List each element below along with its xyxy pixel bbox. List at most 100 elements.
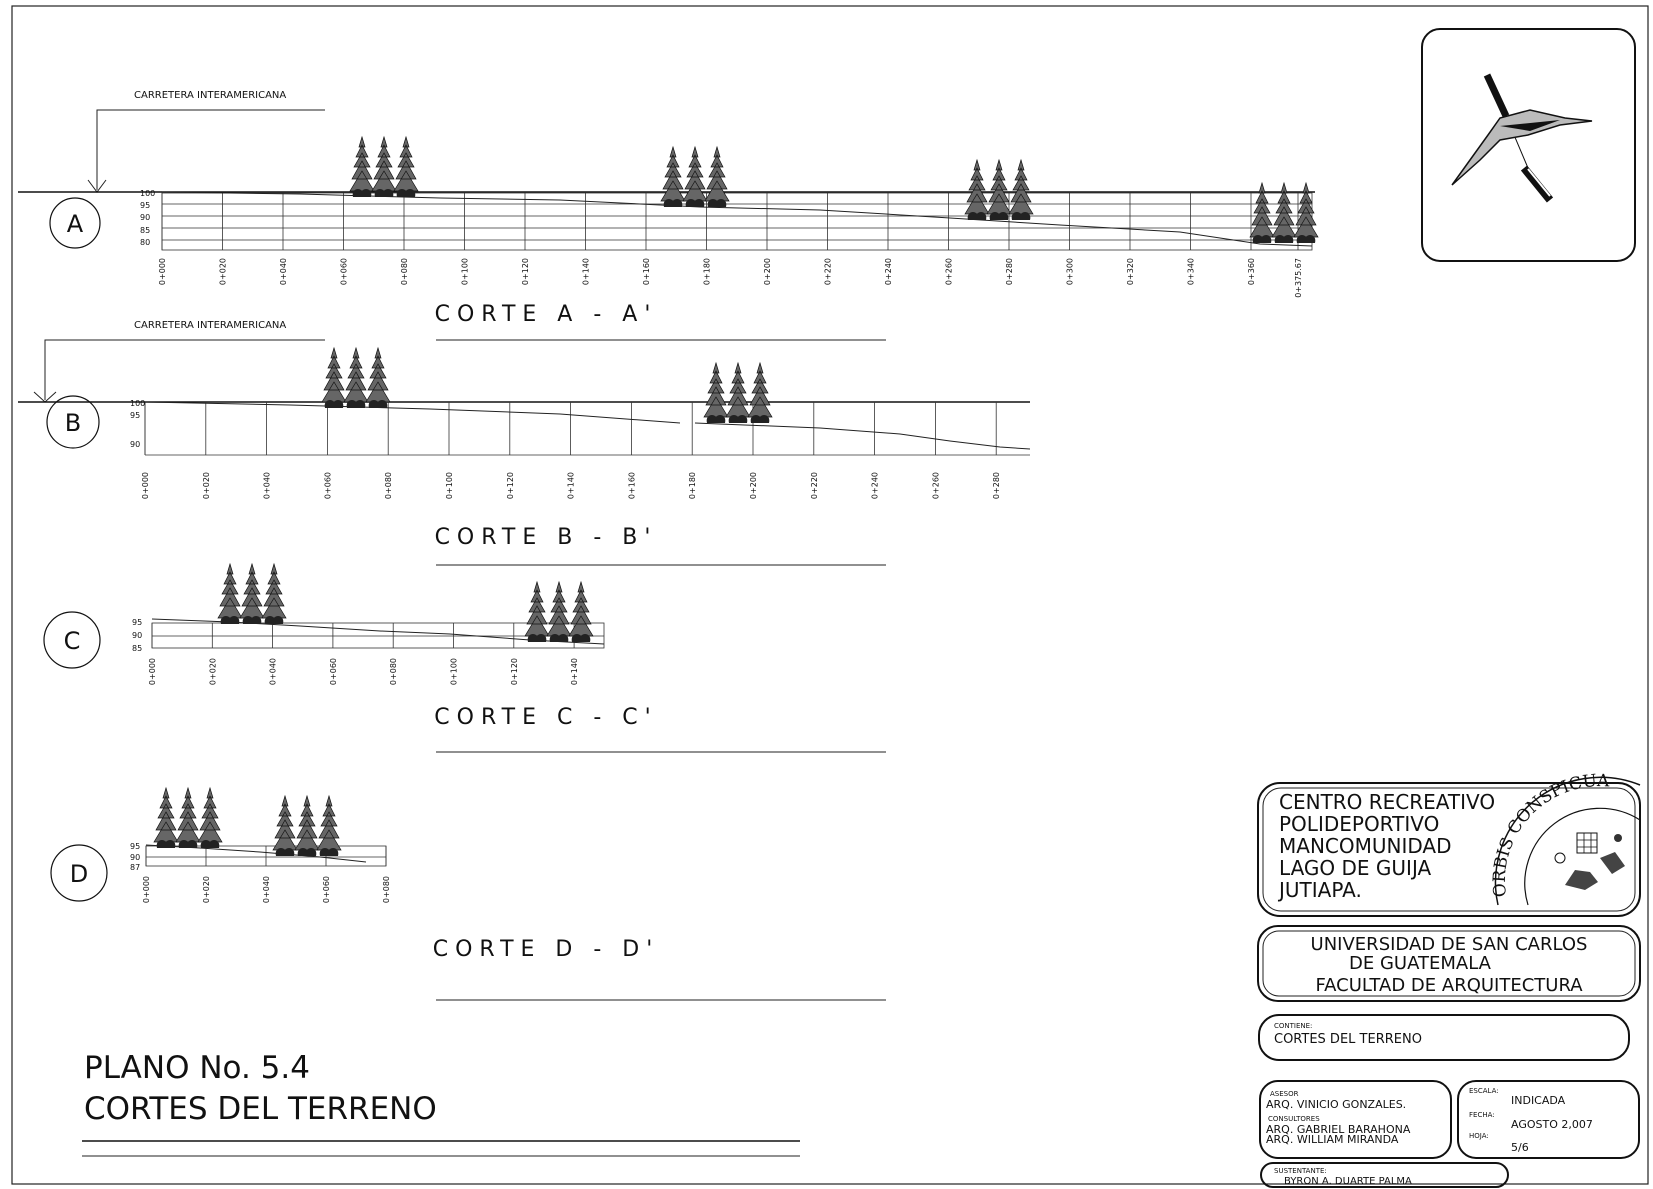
- station-label: 0+200: [763, 258, 772, 285]
- station-label: 0+060: [322, 876, 331, 903]
- section-marker-a: [49, 197, 101, 249]
- level-a-0: 100: [140, 189, 155, 198]
- trees-icon: [273, 796, 341, 856]
- station-label: 0+140: [567, 472, 576, 499]
- title-block: CENTRO RECREATIVO POLIDEPORTIVO MANCOMUN…: [1257, 771, 1641, 1188]
- plano-name: CORTES DEL TERRENO: [84, 1091, 437, 1127]
- station-label: 0+240: [871, 472, 880, 499]
- level-c-2: 85: [132, 644, 142, 653]
- section-a: CARRETERA INTERAMERICANA A 100 95 90 85 …: [18, 90, 1318, 341]
- level-c-1: 90: [132, 631, 142, 640]
- station-label: 0+020: [208, 658, 217, 685]
- section-title-b: CORTE B - B': [435, 525, 658, 550]
- section-marker-c: [43, 611, 101, 669]
- trees-icon: [322, 348, 390, 408]
- station-label: 0+000: [148, 658, 157, 685]
- trees-icon: [704, 363, 772, 423]
- trees-icon: [218, 564, 286, 624]
- level-d-1: 90: [130, 853, 140, 862]
- trees-icon: [661, 147, 729, 207]
- trees-icon: [1250, 183, 1318, 243]
- station-label: 0+100: [450, 658, 459, 685]
- level-d-0: 95: [130, 842, 140, 851]
- consultores-label: CONSULTORES: [1268, 1115, 1320, 1123]
- escala-value: INDICADA: [1511, 1094, 1566, 1107]
- station-label: 0+180: [703, 258, 712, 285]
- station-label: 0+340: [1187, 258, 1196, 285]
- university-line-1: UNIVERSIDAD DE SAN CARLOS: [1311, 934, 1588, 955]
- station-label: 0+140: [582, 258, 591, 285]
- station-label: 0+160: [642, 258, 651, 285]
- sustentante-label: SUSTENTANTE:: [1274, 1167, 1327, 1175]
- station-label: 0+260: [931, 472, 940, 499]
- trees-icon: [350, 137, 418, 197]
- station-label: 0+360: [1247, 258, 1256, 285]
- trees-icon: [965, 160, 1033, 220]
- station-label: 0+160: [627, 472, 636, 499]
- station-label: 0+060: [323, 472, 332, 499]
- station-label: 0+040: [269, 658, 278, 685]
- contiene-label: CONTIENE:: [1274, 1022, 1312, 1030]
- section-title-d: CORTE D - D': [433, 937, 660, 962]
- station-label: 0+080: [389, 658, 398, 685]
- station-label: 0+020: [202, 472, 211, 499]
- section-marker-d: [50, 844, 108, 902]
- trees-icon: [525, 582, 593, 642]
- station-label: 0+120: [510, 658, 519, 685]
- site-outline-icon: [1451, 109, 1593, 186]
- station-label: 0+000: [158, 258, 167, 285]
- sheet-border: [11, 5, 1649, 1185]
- station-label: 0+040: [263, 472, 272, 499]
- asesor-value: ARQ. VINICIO GONZALES.: [1266, 1098, 1406, 1111]
- station-label: 0+080: [382, 876, 391, 903]
- university-line-3: FACULTAD DE ARQUITECTURA: [1315, 975, 1583, 996]
- station-label: 0+300: [1066, 258, 1075, 285]
- station-label: 0+000: [141, 472, 150, 499]
- fecha-value: AGOSTO 2,007: [1511, 1118, 1593, 1131]
- station-label: 0+020: [219, 258, 228, 285]
- station-label: 0+280: [1005, 258, 1014, 285]
- station-label: 0+220: [810, 472, 819, 499]
- sustentante-value: BYRON A. DUARTE PALMA: [1284, 1176, 1412, 1187]
- station-label: 0+240: [884, 258, 893, 285]
- hoja-label: HOJA:: [1469, 1132, 1489, 1140]
- station-label: 0+220: [824, 258, 833, 285]
- level-a-1: 95: [140, 201, 150, 210]
- station-label: 0+120: [506, 472, 515, 499]
- station-label: 0+180: [688, 472, 697, 499]
- road-label-b: CARRETERA INTERAMERICANA: [134, 320, 286, 331]
- hoja-value: 5/6: [1511, 1141, 1529, 1154]
- trees-icon: [154, 788, 222, 848]
- escala-label: ESCALA:: [1469, 1087, 1499, 1095]
- level-b-1: 95: [130, 411, 140, 420]
- station-label: 0+200: [749, 472, 758, 499]
- station-label: 0+375.67: [1294, 258, 1303, 298]
- section-b: CARRETERA INTERAMERICANA B 100 95 90 0+0…: [18, 320, 1031, 566]
- level-c-0: 95: [132, 618, 142, 627]
- level-d-2: 87: [130, 863, 140, 872]
- station-label: 0+000: [142, 876, 151, 903]
- level-a-2: 90: [140, 213, 150, 222]
- section-letter-c: C: [64, 627, 81, 655]
- contiene-value: CORTES DEL TERRENO: [1274, 1032, 1422, 1047]
- level-b-0: 100: [130, 399, 145, 408]
- station-label: 0+060: [340, 258, 349, 285]
- road-label-a: CARRETERA INTERAMERICANA: [134, 90, 286, 101]
- station-label: 0+020: [202, 876, 211, 903]
- section-cut-marker-icon: [1483, 73, 1510, 118]
- section-title-a: CORTE A - A': [435, 302, 658, 327]
- station-label: 0+100: [461, 258, 470, 285]
- university-seal-icon: ORBIS CONSPICUA: [1490, 771, 1641, 906]
- section-letter-b: B: [65, 409, 81, 437]
- station-label: 0+320: [1126, 258, 1135, 285]
- fecha-label: FECHA:: [1469, 1111, 1495, 1119]
- station-label: 0+280: [992, 472, 1001, 499]
- level-a-4: 80: [140, 238, 150, 247]
- consultor-1: ARQ. GABRIEL BARAHONA: [1266, 1123, 1411, 1136]
- station-label: 0+260: [945, 258, 954, 285]
- station-label: 0+040: [279, 258, 288, 285]
- station-label: 0+120: [521, 258, 530, 285]
- plano-number: PLANO No. 5.4: [84, 1050, 310, 1086]
